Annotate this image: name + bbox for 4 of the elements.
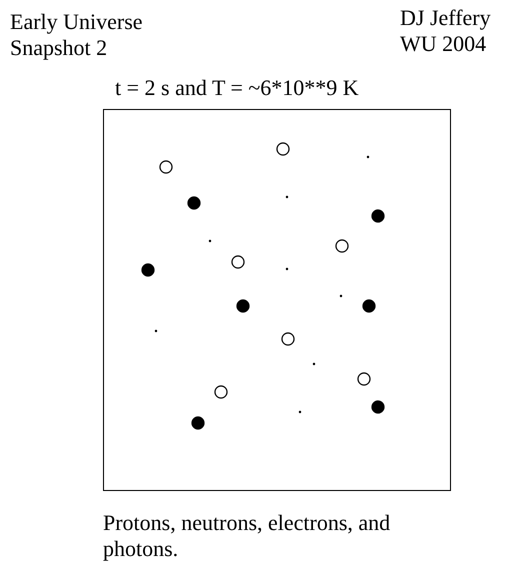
author-note: DJ Jeffery WU 2004 bbox=[400, 5, 492, 57]
caption: Protons, neutrons, electrons, and photons. bbox=[103, 510, 392, 562]
title: Early Universe Snapshot 2 bbox=[10, 9, 144, 61]
conditions-text: t = 2 s and T = ~6*10**9 K bbox=[115, 75, 359, 101]
